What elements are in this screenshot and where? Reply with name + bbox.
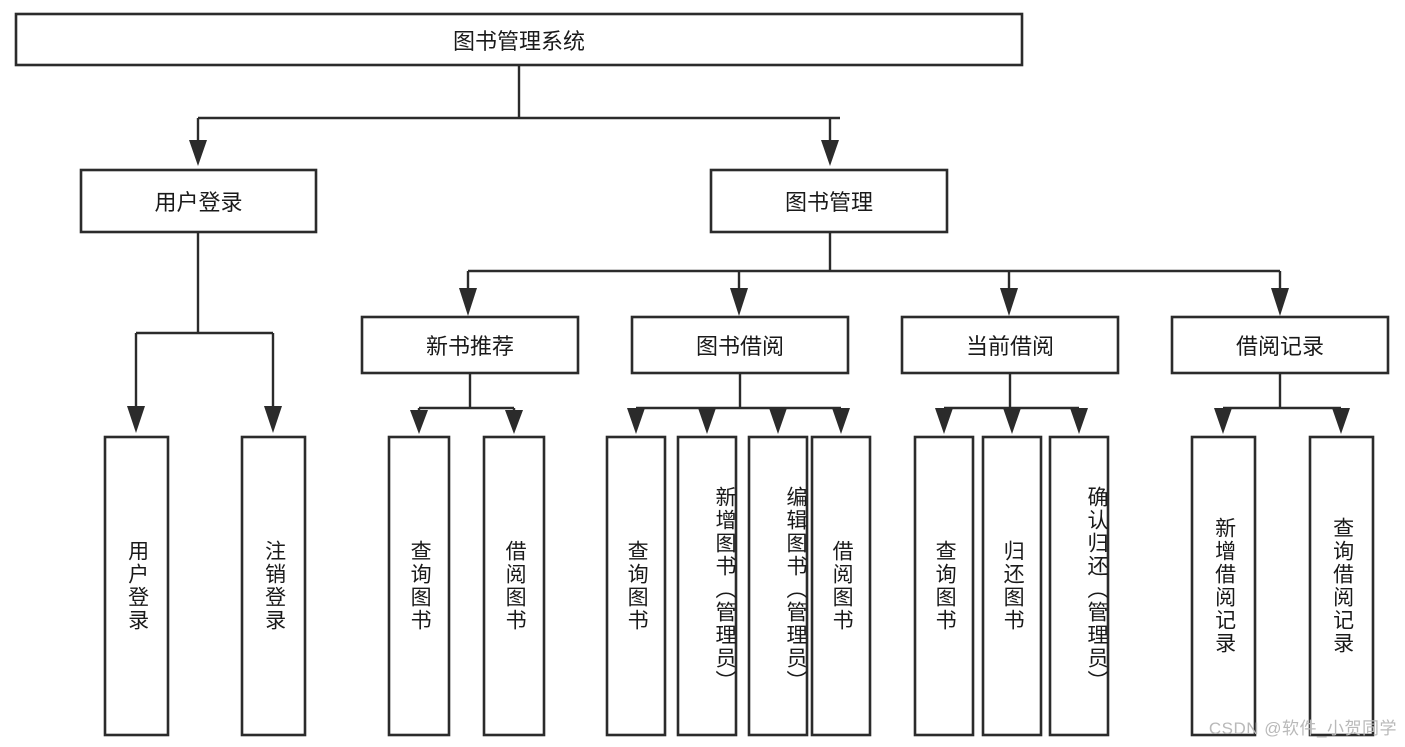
arrow-head-cb-leaf1 xyxy=(935,408,953,434)
arrow-head-bb-leaf3 xyxy=(769,408,787,434)
arrow-head-book-manage xyxy=(821,140,839,166)
leaf-box-current-borrow-0[interactable] xyxy=(913,435,975,737)
node-box-book-manage[interactable] xyxy=(709,168,949,234)
connector-user-login-to-leaves xyxy=(127,232,282,433)
node-box-book-borrow[interactable] xyxy=(630,315,850,375)
leaf-box-book-borrow-0[interactable] xyxy=(605,435,667,737)
leaf-box-current-borrow-1[interactable] xyxy=(981,435,1043,737)
arrow-head-bb-leaf4 xyxy=(832,408,850,434)
arrow-head-nb-leaf1 xyxy=(410,410,428,434)
leaf-box-user-login-0[interactable] xyxy=(103,435,170,737)
arrow-head-leaf-logout xyxy=(264,406,282,433)
connector-root-to-level2 xyxy=(189,65,840,166)
arrow-head-nb-leaf2 xyxy=(505,410,523,434)
leaf-box-current-borrow-2[interactable] xyxy=(1048,435,1110,737)
node-box-borrow-record[interactable] xyxy=(1170,315,1390,375)
arrow-head-book-borrow xyxy=(730,288,748,316)
leaf-box-user-login-1[interactable] xyxy=(240,435,307,737)
node-box-user-login[interactable] xyxy=(79,168,318,234)
leaf-box-new-book-1[interactable] xyxy=(482,435,546,737)
leaf-box-book-borrow-1[interactable] xyxy=(676,435,738,737)
connector-book-borrow-to-leaves xyxy=(627,373,850,434)
leaf-box-book-borrow-3[interactable] xyxy=(810,435,872,737)
node-box-root[interactable] xyxy=(14,12,1024,67)
connector-current-borrow-to-leaves xyxy=(935,373,1088,434)
arrow-head-new-book xyxy=(459,288,477,316)
connector-borrow-record-to-leaves xyxy=(1214,373,1350,434)
arrow-head-cb-leaf2 xyxy=(1003,408,1021,434)
arrow-head-user-login xyxy=(189,140,207,166)
node-box-current-borrow[interactable] xyxy=(900,315,1120,375)
arrow-head-br-leaf2 xyxy=(1332,408,1350,434)
arrow-head-bb-leaf1 xyxy=(627,408,645,434)
arrow-head-br-leaf1 xyxy=(1214,408,1232,434)
connector-book-manage-to-level3 xyxy=(459,232,1289,316)
arrow-head-leaf-user-login xyxy=(127,406,145,433)
connector-new-book-to-leaves xyxy=(410,373,523,434)
arrow-head-cb-leaf3 xyxy=(1070,408,1088,434)
leaf-box-book-borrow-2[interactable] xyxy=(747,435,809,737)
arrow-head-bb-leaf2 xyxy=(698,408,716,434)
arrow-head-current-borrow xyxy=(1000,288,1018,316)
arrow-head-borrow-record xyxy=(1271,288,1289,316)
leaf-box-borrow-record-0[interactable] xyxy=(1190,435,1257,737)
node-box-new-book-recommend[interactable] xyxy=(360,315,580,375)
leaf-box-new-book-0[interactable] xyxy=(387,435,451,737)
leaf-box-borrow-record-1[interactable] xyxy=(1308,435,1375,737)
watermark-text: CSDN @软件_小贺同学 xyxy=(1208,719,1397,738)
